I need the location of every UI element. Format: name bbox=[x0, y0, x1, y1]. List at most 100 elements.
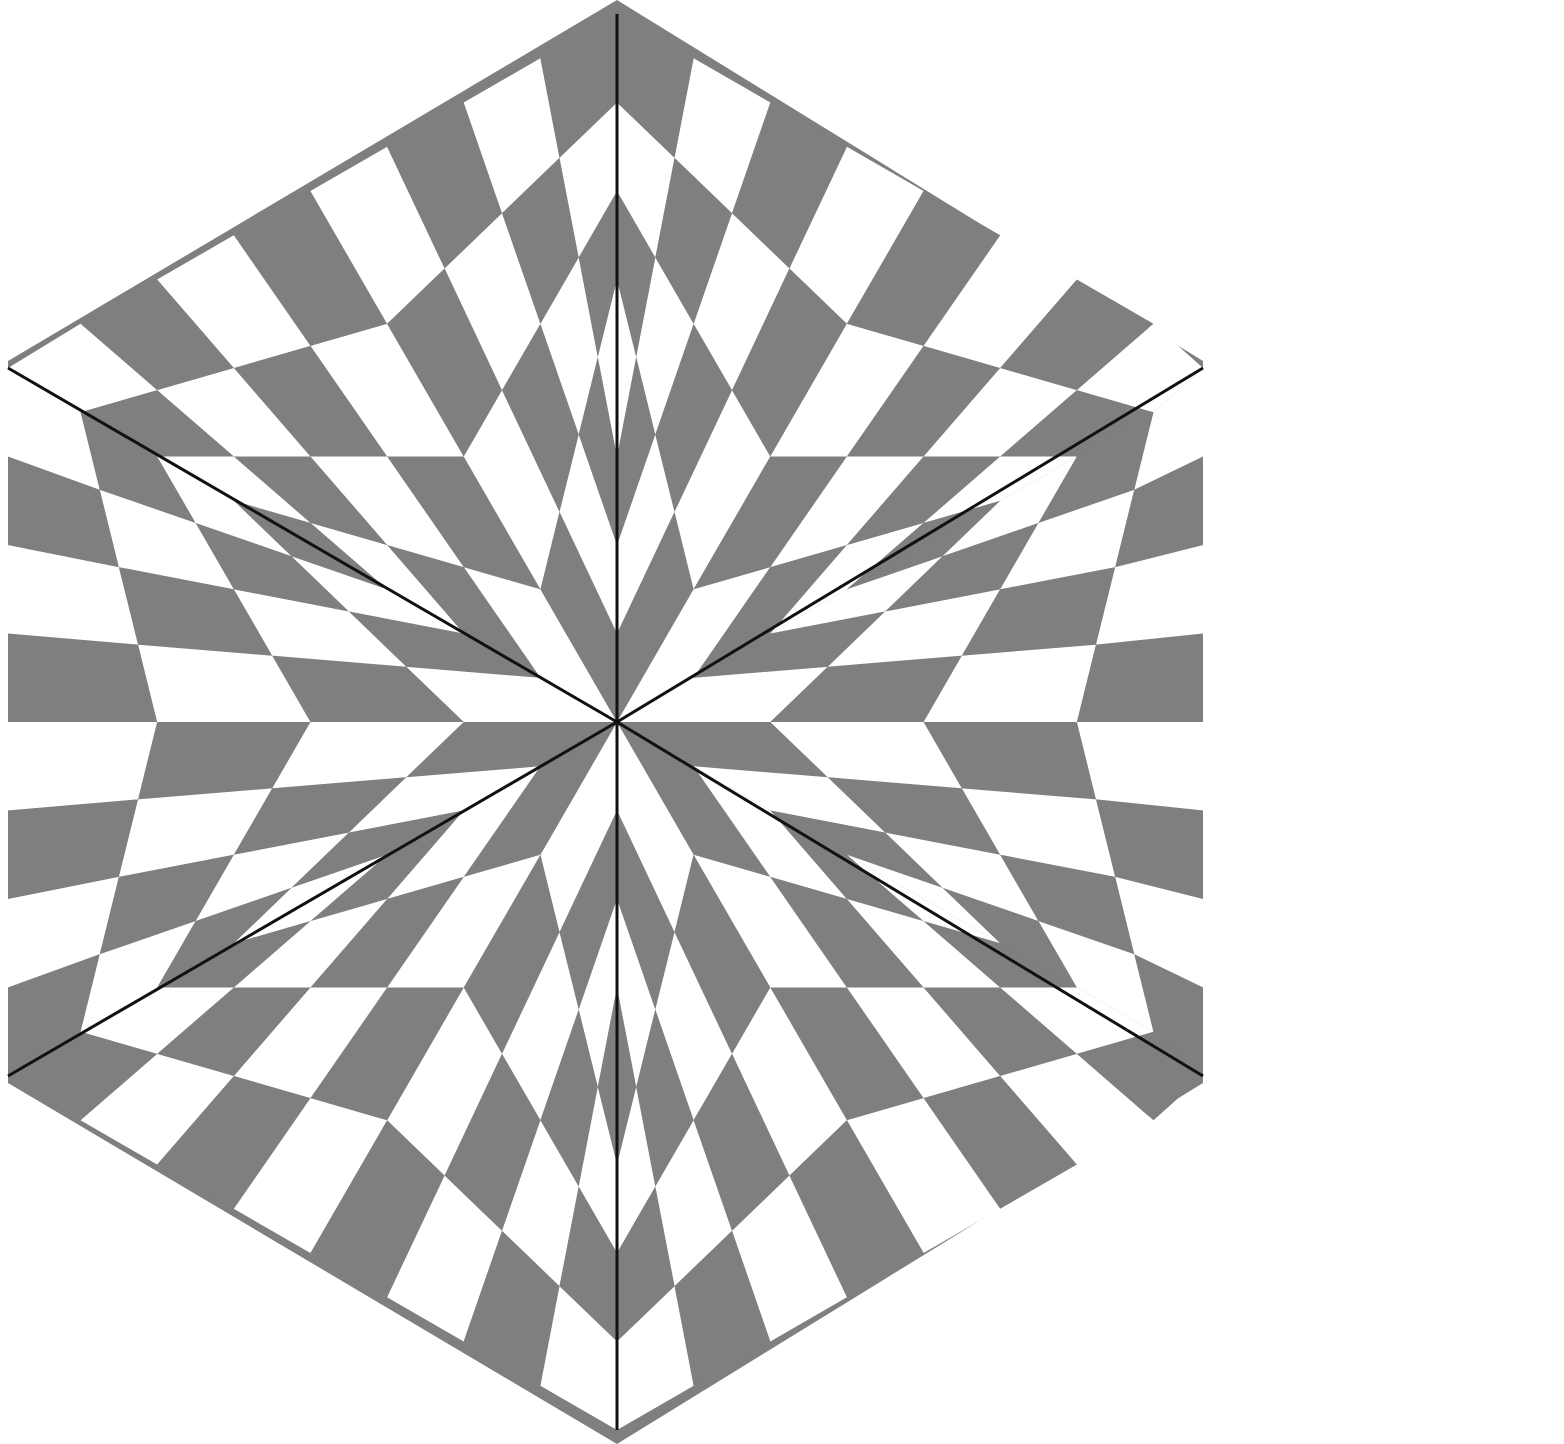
board-square[interactable] bbox=[8, 722, 158, 811]
board-square[interactable] bbox=[387, 545, 541, 678]
board-square[interactable] bbox=[463, 567, 617, 722]
board-square[interactable] bbox=[157, 368, 311, 457]
board-square[interactable] bbox=[770, 655, 962, 722]
board-square[interactable] bbox=[291, 810, 464, 888]
board-square[interactable] bbox=[233, 589, 407, 667]
board-square[interactable] bbox=[1076, 722, 1203, 811]
board-square[interactable] bbox=[617, 1286, 694, 1430]
board-square[interactable] bbox=[387, 1175, 502, 1342]
board-square[interactable] bbox=[80, 987, 234, 1054]
board-square[interactable] bbox=[387, 456, 541, 590]
board-square[interactable] bbox=[540, 14, 617, 158]
board-square[interactable] bbox=[540, 1286, 617, 1430]
board-square[interactable] bbox=[732, 268, 847, 457]
board-square[interactable] bbox=[617, 191, 656, 357]
board-square[interactable] bbox=[1076, 1031, 1203, 1121]
board-square[interactable] bbox=[80, 279, 234, 391]
board-square[interactable] bbox=[157, 987, 311, 1077]
board-square[interactable] bbox=[770, 810, 943, 888]
board-square[interactable] bbox=[617, 722, 694, 933]
board-square[interactable] bbox=[597, 279, 617, 457]
board-square[interactable] bbox=[693, 456, 847, 590]
board-square[interactable] bbox=[846, 1098, 1001, 1253]
board-square[interactable] bbox=[655, 157, 732, 324]
board-square[interactable] bbox=[559, 434, 618, 634]
board-square[interactable] bbox=[617, 722, 828, 778]
board-square[interactable] bbox=[540, 511, 617, 722]
board-square[interactable] bbox=[617, 1186, 675, 1342]
board-square[interactable] bbox=[578, 191, 617, 357]
board-square[interactable] bbox=[8, 545, 138, 645]
board-square[interactable] bbox=[693, 766, 847, 899]
board-square[interactable] bbox=[942, 456, 1077, 557]
board-square[interactable] bbox=[655, 932, 732, 1121]
board-square[interactable] bbox=[617, 279, 637, 457]
board-square[interactable] bbox=[310, 146, 445, 324]
board-square[interactable] bbox=[923, 722, 1096, 800]
board-square[interactable] bbox=[770, 323, 924, 457]
board-square[interactable] bbox=[1000, 489, 1135, 590]
board-square[interactable] bbox=[617, 722, 771, 877]
board-square[interactable] bbox=[693, 1053, 790, 1231]
board-square[interactable] bbox=[157, 235, 311, 368]
board-square[interactable] bbox=[846, 191, 1001, 346]
board-square[interactable] bbox=[1115, 876, 1203, 988]
board-square[interactable] bbox=[540, 1009, 598, 1187]
board-square[interactable] bbox=[961, 567, 1116, 656]
board-square[interactable] bbox=[540, 257, 598, 435]
board-square[interactable] bbox=[559, 1186, 618, 1342]
board-square[interactable] bbox=[1000, 987, 1154, 1054]
board-square[interactable] bbox=[8, 799, 138, 899]
board-square[interactable] bbox=[310, 323, 464, 457]
board-square[interactable] bbox=[80, 921, 196, 1032]
board-square[interactable] bbox=[674, 390, 771, 590]
board-square[interactable] bbox=[118, 567, 273, 656]
board-square[interactable] bbox=[923, 987, 1077, 1077]
board-square[interactable] bbox=[463, 1230, 560, 1386]
board-square[interactable] bbox=[80, 412, 196, 523]
board-square[interactable] bbox=[674, 58, 771, 214]
board-square[interactable] bbox=[8, 876, 119, 988]
board-square[interactable] bbox=[770, 456, 924, 568]
board-square[interactable] bbox=[846, 500, 1001, 590]
board-square[interactable] bbox=[846, 899, 1001, 988]
board-square[interactable] bbox=[770, 876, 924, 988]
board-square[interactable] bbox=[559, 102, 618, 258]
board-square[interactable] bbox=[502, 323, 579, 512]
board-square[interactable] bbox=[770, 722, 962, 789]
board-square[interactable] bbox=[693, 611, 886, 678]
board-square[interactable] bbox=[617, 102, 675, 258]
board-square[interactable] bbox=[1000, 1053, 1154, 1165]
board-square[interactable] bbox=[233, 777, 407, 855]
board-square[interactable] bbox=[310, 456, 464, 568]
board-square[interactable] bbox=[387, 268, 502, 457]
board-square[interactable] bbox=[655, 323, 732, 512]
board-square[interactable] bbox=[8, 456, 119, 568]
board-square[interactable] bbox=[272, 655, 464, 722]
board-square[interactable] bbox=[80, 1053, 234, 1165]
board-square[interactable] bbox=[597, 987, 617, 1165]
board-square[interactable] bbox=[885, 832, 1039, 922]
board-square[interactable] bbox=[617, 356, 656, 545]
board-square[interactable] bbox=[961, 788, 1116, 877]
board-square[interactable] bbox=[1000, 279, 1154, 391]
board-square[interactable] bbox=[617, 434, 675, 634]
board-square[interactable] bbox=[272, 722, 464, 789]
board-square[interactable] bbox=[540, 722, 617, 933]
board-square[interactable] bbox=[636, 257, 694, 435]
board-square[interactable] bbox=[617, 511, 694, 722]
board-square[interactable] bbox=[578, 1087, 617, 1253]
board-square[interactable] bbox=[233, 899, 388, 988]
board-square[interactable] bbox=[157, 456, 292, 557]
board-square[interactable] bbox=[502, 1120, 579, 1287]
board-square[interactable] bbox=[1038, 412, 1154, 523]
board-square[interactable] bbox=[387, 854, 541, 988]
board-square[interactable] bbox=[387, 102, 502, 269]
board-square[interactable] bbox=[463, 722, 617, 877]
board-square[interactable] bbox=[1000, 854, 1135, 955]
board-square[interactable] bbox=[674, 1230, 771, 1386]
board-square[interactable] bbox=[923, 235, 1077, 368]
board-square[interactable] bbox=[1000, 390, 1154, 457]
board-square[interactable] bbox=[502, 157, 579, 324]
board-square[interactable] bbox=[885, 522, 1039, 612]
